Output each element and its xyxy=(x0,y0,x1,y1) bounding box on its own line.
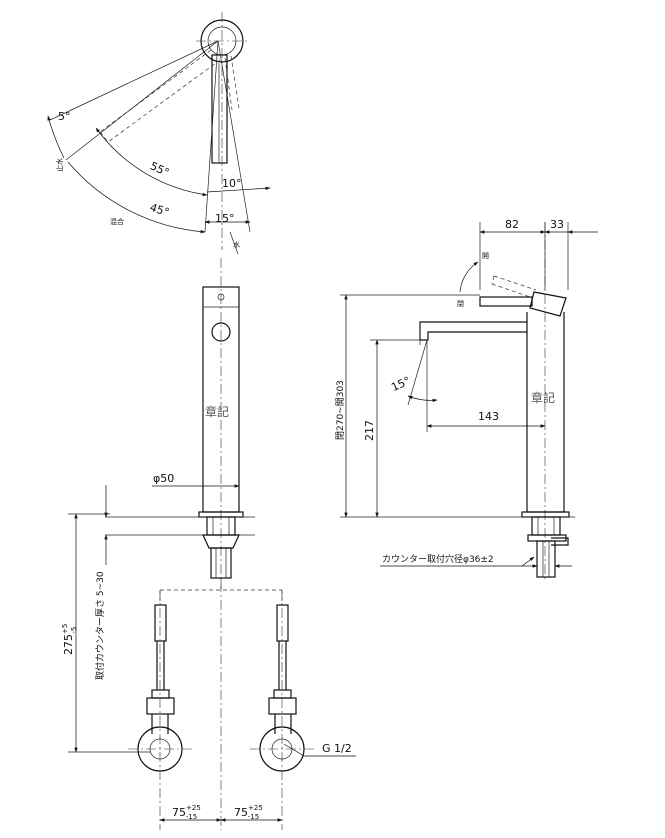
stop-label: 止水 xyxy=(55,158,64,172)
side-spout xyxy=(419,321,527,341)
diameter-label: φ50 xyxy=(153,472,174,485)
water-label: 水 xyxy=(233,240,240,249)
mix-label: 混合 xyxy=(110,217,124,226)
side-lever-head xyxy=(529,291,567,317)
side-watermark: 章記 xyxy=(531,390,555,405)
length-tol-minus: -5 xyxy=(70,627,78,634)
angle-5-label: 5° xyxy=(58,110,71,123)
offset-left-label: 75+25-15 xyxy=(172,804,201,821)
offset-right-main: 75 xyxy=(234,806,248,819)
thread-label: G 1/2 xyxy=(322,742,352,755)
hole-label: カウンター取付穴径φ36±2 xyxy=(382,553,494,565)
top-lever xyxy=(211,54,228,164)
length-label: 275+5-5 xyxy=(61,624,78,655)
angle-45-label: 45° xyxy=(148,201,171,219)
angle-10-label: 10° xyxy=(222,177,242,190)
side-angle-15-label: 15° xyxy=(389,374,412,394)
open-label: 開 xyxy=(482,252,489,260)
front-watermark: 章記 xyxy=(205,404,229,419)
angle-15-label: 15° xyxy=(215,212,235,225)
length-tol-plus: +5 xyxy=(61,624,69,634)
offset-right-plus: +25 xyxy=(248,804,263,812)
side-view: 82 33 15° 開 閉 章記 閉270~開303 217 143 xyxy=(335,218,598,582)
offset-right-label: 75+25-15 xyxy=(234,804,263,821)
side-body xyxy=(526,312,565,513)
front-view: 章記 φ50 xyxy=(61,258,356,830)
front-lever-pin xyxy=(217,293,225,301)
angle-55-label: 55° xyxy=(148,159,171,179)
front-aerator-circle xyxy=(211,322,231,342)
offset-left-plus: +25 xyxy=(186,804,201,812)
length-main: 275 xyxy=(62,634,75,655)
top-view: 5° 止水 55° 10° 45° 混合 15° 水 xyxy=(47,12,271,255)
dim-82-label: 82 xyxy=(505,218,519,231)
height-range-label: 閉270~開303 xyxy=(335,380,346,440)
close-label: 閉 xyxy=(457,300,464,308)
offset-left-minus: -15 xyxy=(186,813,197,821)
reach-143-label: 143 xyxy=(478,410,499,423)
dim-33-label: 33 xyxy=(550,218,564,231)
side-lever xyxy=(479,296,533,307)
thickness-label: 取付カウンター厚さ 5~30 xyxy=(95,571,106,680)
offset-left-main: 75 xyxy=(172,806,186,819)
offset-right-minus: -15 xyxy=(248,813,259,821)
height-217-label: 217 xyxy=(363,420,376,441)
